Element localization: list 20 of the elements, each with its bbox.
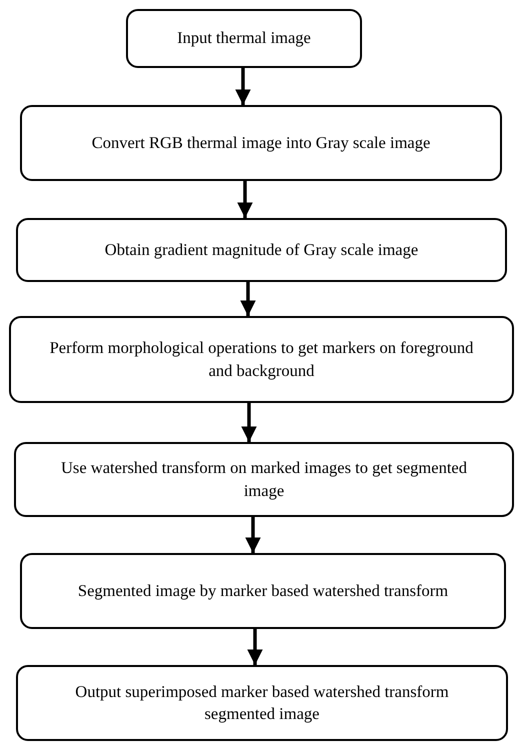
step-text: Output superimposed marker based watershed transform segmented image — [74, 680, 450, 725]
arrow — [237, 181, 253, 218]
process-box — [16, 665, 508, 741]
step-text: Obtain gradient magnitude of Gray scale image — [104, 238, 418, 261]
process-box — [20, 105, 502, 181]
process-box — [20, 553, 506, 629]
arrow — [241, 403, 257, 442]
arrow — [235, 68, 251, 105]
process-box — [16, 218, 507, 282]
process-box — [126, 9, 362, 68]
step-text: Input thermal image — [177, 27, 311, 50]
step-text: Segmented image by marker based watershed transform — [78, 580, 448, 602]
step-text: Use watershed transform on marked images to get segmented image — [60, 457, 468, 502]
process-box — [14, 442, 514, 517]
arrow — [247, 629, 263, 665]
arrow — [240, 282, 256, 316]
step-text: Perform morphological operations to get markers on foreground and background — [48, 337, 474, 382]
step-text: Convert RGB thermal image into Gray scale image — [92, 132, 430, 154]
arrow — [245, 517, 261, 553]
process-box — [9, 316, 514, 403]
